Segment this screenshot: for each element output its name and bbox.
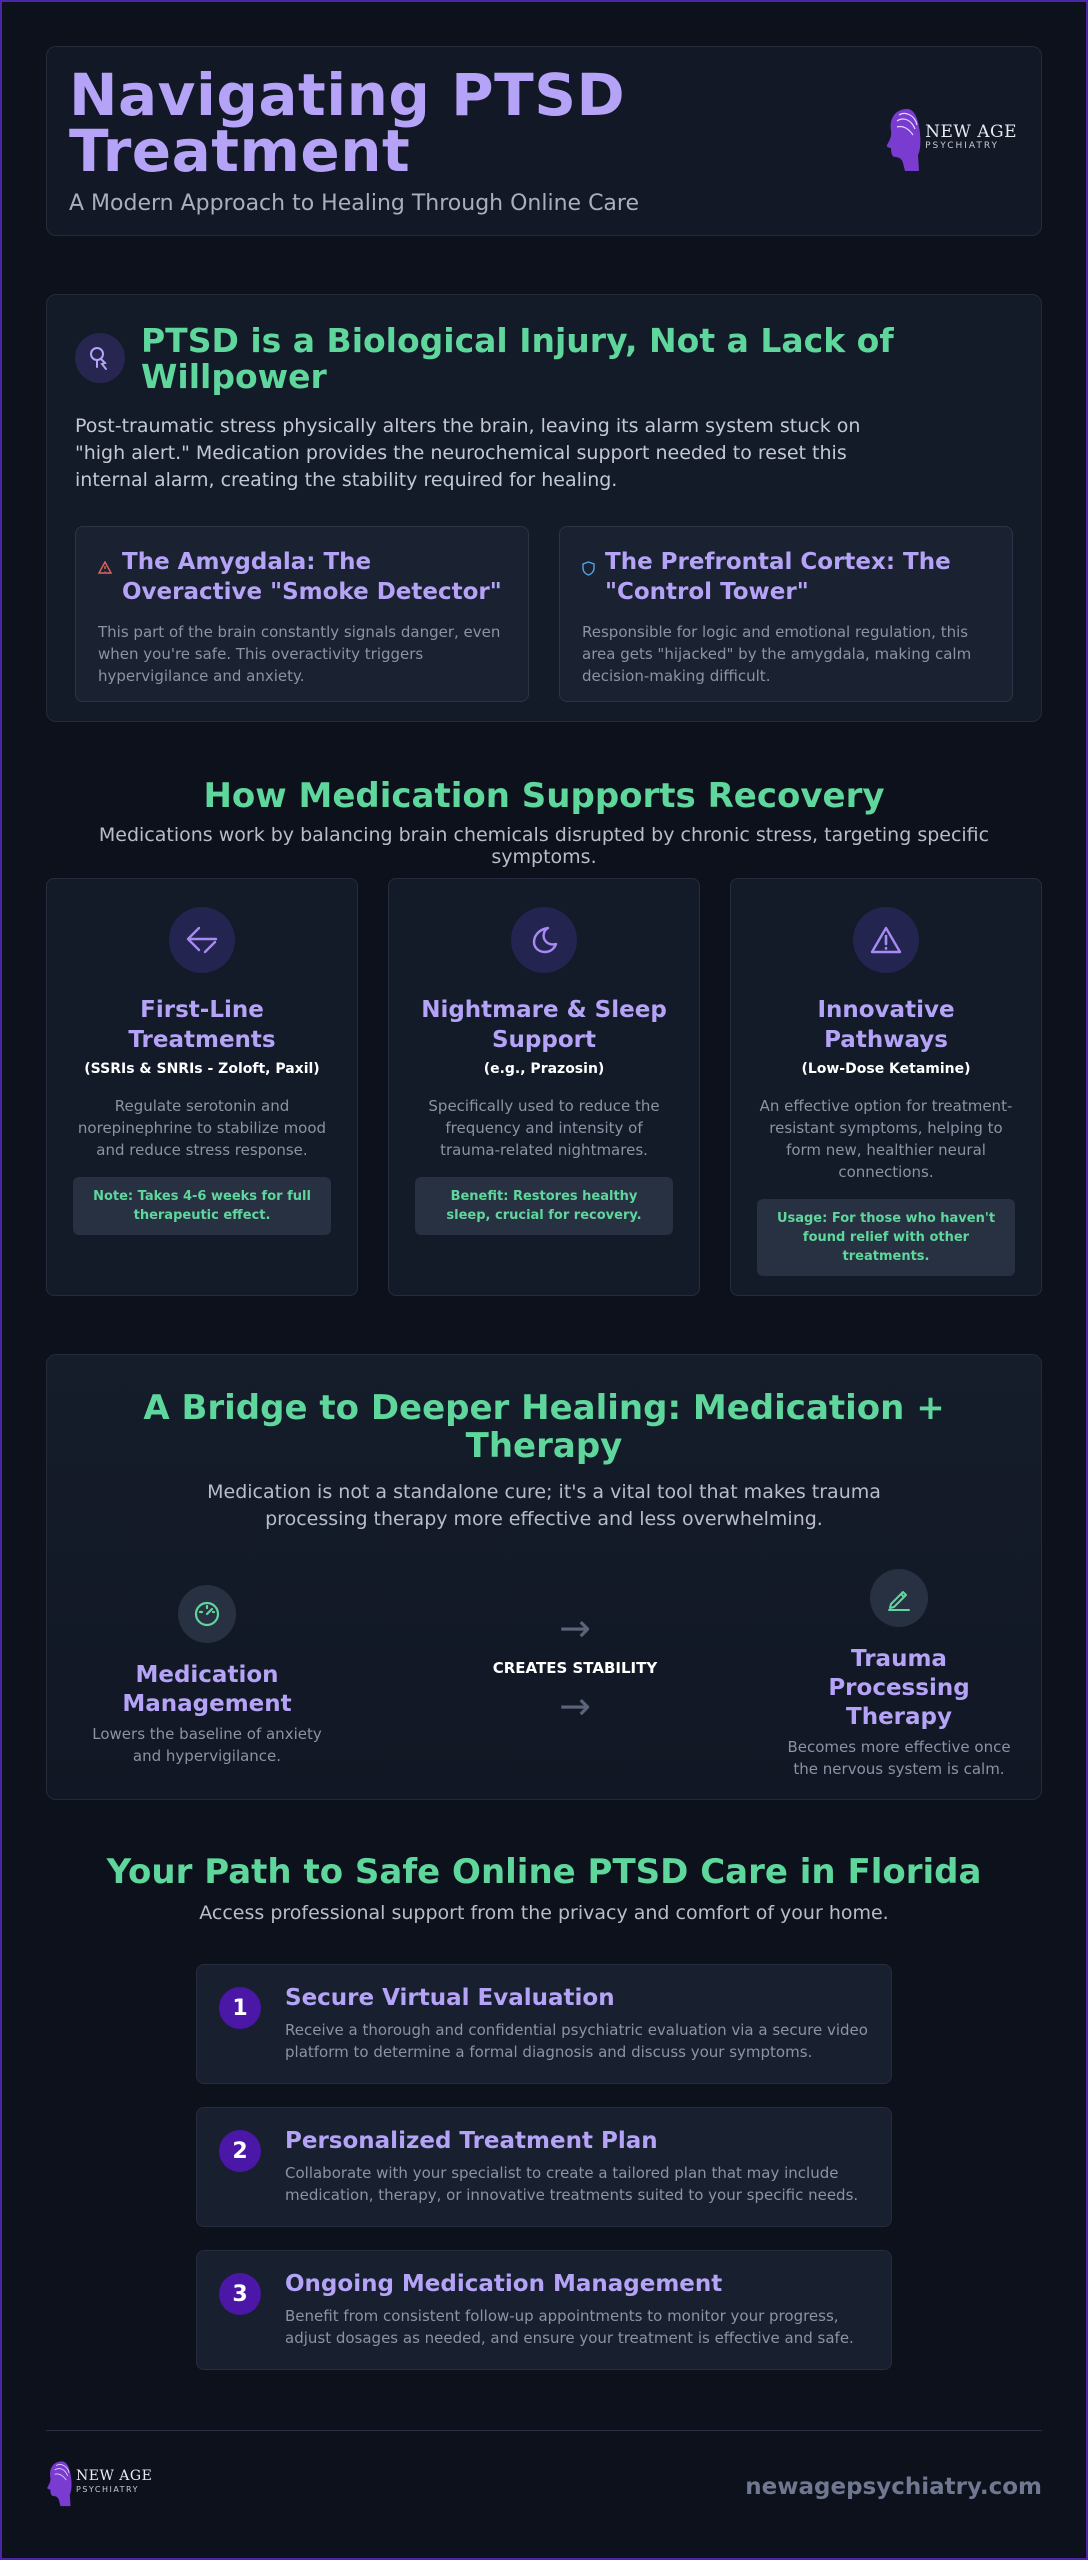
medication-management-title: Medication Management <box>122 1662 292 1717</box>
alert-triangle-icon <box>853 907 919 973</box>
step-card-3: 3 Ongoing Medication Management Benefit … <box>196 2250 892 2370</box>
innovative-title: Innovative Pathways <box>817 997 955 1053</box>
prefrontal-title: The Prefrontal Cortex: The "Control Towe… <box>605 549 951 605</box>
trauma-therapy-block: Trauma Processing Therapy Becomes more e… <box>779 1569 1019 1780</box>
trauma-therapy-title: Trauma Processing Therapy <box>828 1646 970 1730</box>
step-number-badge: 3 <box>219 2273 261 2315</box>
page-subtitle: A Modern Approach to Healing Through Onl… <box>69 191 640 216</box>
bridge-section: A Bridge to Deeper Healing: Medication +… <box>46 1354 1042 1800</box>
innovative-note: Usage: For those who haven't found relie… <box>757 1199 1015 1276</box>
stability-connector: → CREATES STABILITY → <box>485 1607 665 1727</box>
biology-text: Post-traumatic stress physically alters … <box>75 415 861 491</box>
moon-icon <box>511 907 577 973</box>
arrow-right-icon: → <box>559 1684 591 1728</box>
header-card: Navigating PTSD Treatment A Modern Appro… <box>46 46 1042 236</box>
medication-subtitle: Medications work by balancing brain chem… <box>98 824 990 868</box>
sleep-card: Nightmare & Sleep Support (e.g., Prazosi… <box>388 878 700 1296</box>
logo-line2: PSYCHIATRY <box>925 141 1000 151</box>
path-title: Your Path to Safe Online PTSD Care in Fl… <box>106 1852 982 1892</box>
first-line-sub: (SSRIs & SNRIs - Zoloft, Paxil) <box>84 1061 320 1077</box>
step-number-badge: 2 <box>219 2130 261 2172</box>
step-text: Benefit from consistent follow-up appoin… <box>285 2307 854 2347</box>
sleep-text: Specifically used to reduce the frequenc… <box>428 1097 660 1159</box>
shield-icon <box>582 561 595 576</box>
footer-logo-line1: NEW AGE <box>76 2468 153 2484</box>
footer-divider <box>46 2430 1042 2431</box>
medication-title: How Medication Supports Recovery <box>203 776 885 816</box>
innovative-sub: (Low-Dose Ketamine) <box>801 1061 971 1077</box>
amygdala-card: The Amygdala: The Overactive "Smoke Dete… <box>75 526 529 702</box>
logo-line1: NEW AGE <box>925 122 1017 142</box>
bridge-title: A Bridge to Deeper Healing: Medication +… <box>143 1388 945 1466</box>
medication-management-text: Lowers the baseline of anxiety and hyper… <box>92 1725 322 1765</box>
head-profile-icon <box>886 109 921 171</box>
sleep-note: Benefit: Restores healthy sleep, crucial… <box>415 1177 673 1235</box>
footer-logo[interactable]: NEW AGE PSYCHIATRY <box>46 2458 152 2508</box>
brain-lightning-icon <box>75 333 125 383</box>
first-line-text: Regulate serotonin and norepinephrine to… <box>77 1097 327 1159</box>
arrow-right-icon: → <box>559 1606 591 1650</box>
first-line-note: Note: Takes 4-6 weeks for full therapeut… <box>73 1177 331 1235</box>
gauge-icon <box>178 1585 236 1643</box>
sleep-sub: (e.g., Prazosin) <box>483 1061 605 1077</box>
amygdala-text: This part of the brain constantly signal… <box>98 623 501 685</box>
sleep-title: Nightmare & Sleep Support <box>421 997 667 1053</box>
footer-logo-line2: PSYCHIATRY <box>76 2485 139 2494</box>
step-card-1: 1 Secure Virtual Evaluation Receive a th… <box>196 1964 892 2084</box>
warning-triangle-icon <box>98 561 112 574</box>
pencil-icon <box>870 1569 928 1627</box>
path-subtitle: Access professional support from the pri… <box>199 1902 889 1924</box>
innovative-text: An effective option for treatment-resist… <box>759 1097 1013 1181</box>
biology-section: PTSD is a Biological Injury, Not a Lack … <box>46 294 1042 722</box>
head-profile-icon <box>47 2461 72 2507</box>
page-title: Navigating PTSD Treatment <box>69 61 626 185</box>
biology-title: PTSD is a Biological Injury, Not a Lack … <box>141 321 894 396</box>
step-text: Collaborate with your specialist to crea… <box>285 2164 859 2204</box>
step-text: Receive a thorough and confidential psyc… <box>285 2021 868 2061</box>
creates-stability-label: CREATES STABILITY <box>492 1659 658 1677</box>
first-line-card: First-Line Treatments (SSRIs & SNRIs - Z… <box>46 878 358 1296</box>
step-card-2: 2 Personalized Treatment Plan Collaborat… <box>196 2107 892 2227</box>
step-number-badge: 1 <box>219 1987 261 2029</box>
step-title: Personalized Treatment Plan <box>285 2128 658 2154</box>
first-line-title: First-Line Treatments <box>128 997 276 1053</box>
trauma-therapy-text: Becomes more effective once the nervous … <box>787 1738 1011 1778</box>
medication-cards: First-Line Treatments (SSRIs & SNRIs - Z… <box>46 878 1042 1296</box>
prefrontal-card: The Prefrontal Cortex: The "Control Towe… <box>559 526 1013 702</box>
arrow-balance-icon <box>169 907 235 973</box>
bridge-text: Medication is not a standalone cure; it'… <box>207 1481 881 1530</box>
innovative-card: Innovative Pathways (Low-Dose Ketamine) … <box>730 878 1042 1296</box>
website-link[interactable]: newagepsychiatry.com <box>745 2474 1042 2500</box>
step-title: Ongoing Medication Management <box>285 2271 723 2297</box>
brand-logo[interactable]: NEW AGE PSYCHIATRY <box>885 105 1017 173</box>
medication-management-block: Medication Management Lowers the baselin… <box>87 1585 327 1767</box>
prefrontal-text: Responsible for logic and emotional regu… <box>582 623 972 685</box>
amygdala-title: The Amygdala: The Overactive "Smoke Dete… <box>122 549 502 605</box>
step-title: Secure Virtual Evaluation <box>285 1985 615 2011</box>
